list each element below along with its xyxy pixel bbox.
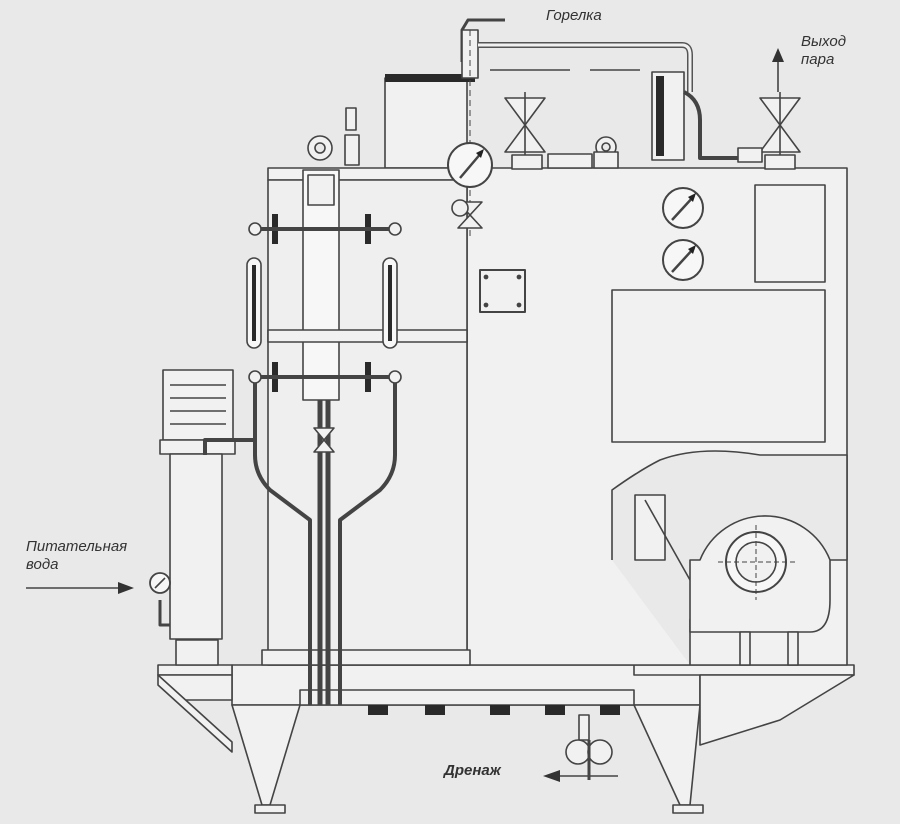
feed-pump bbox=[158, 369, 255, 666]
feed-water-label: Питательная вода bbox=[26, 538, 127, 574]
feed-water-line-2: вода bbox=[26, 556, 59, 573]
burner-assembly bbox=[460, 18, 745, 240]
fan-icon bbox=[611, 450, 848, 666]
steam-valves bbox=[504, 48, 801, 170]
valve-icon bbox=[451, 199, 483, 229]
steam-outlet-line-1: Выход bbox=[801, 33, 847, 50]
arrow-up-icon bbox=[772, 48, 784, 92]
burner-label: Горелка bbox=[546, 7, 602, 24]
steam-outlet-label: Выход пара bbox=[801, 33, 846, 69]
arrow-right-icon bbox=[26, 582, 134, 594]
drain-fittings bbox=[368, 705, 620, 780]
base-frame bbox=[157, 664, 855, 814]
pressure-gauge-icon bbox=[662, 239, 704, 281]
pressure-gauge-icon bbox=[662, 187, 704, 229]
drain-label: Дренаж bbox=[444, 762, 501, 779]
boiler-body bbox=[261, 74, 848, 666]
pressure-gauge-icon bbox=[447, 142, 493, 188]
water-level-column bbox=[246, 107, 468, 705]
feed-water-line-1: Питательная bbox=[26, 538, 128, 555]
arrow-left-icon bbox=[543, 770, 618, 782]
steam-outlet-line-2: пара bbox=[801, 51, 835, 68]
pressure-gauge-icon bbox=[149, 572, 171, 594]
